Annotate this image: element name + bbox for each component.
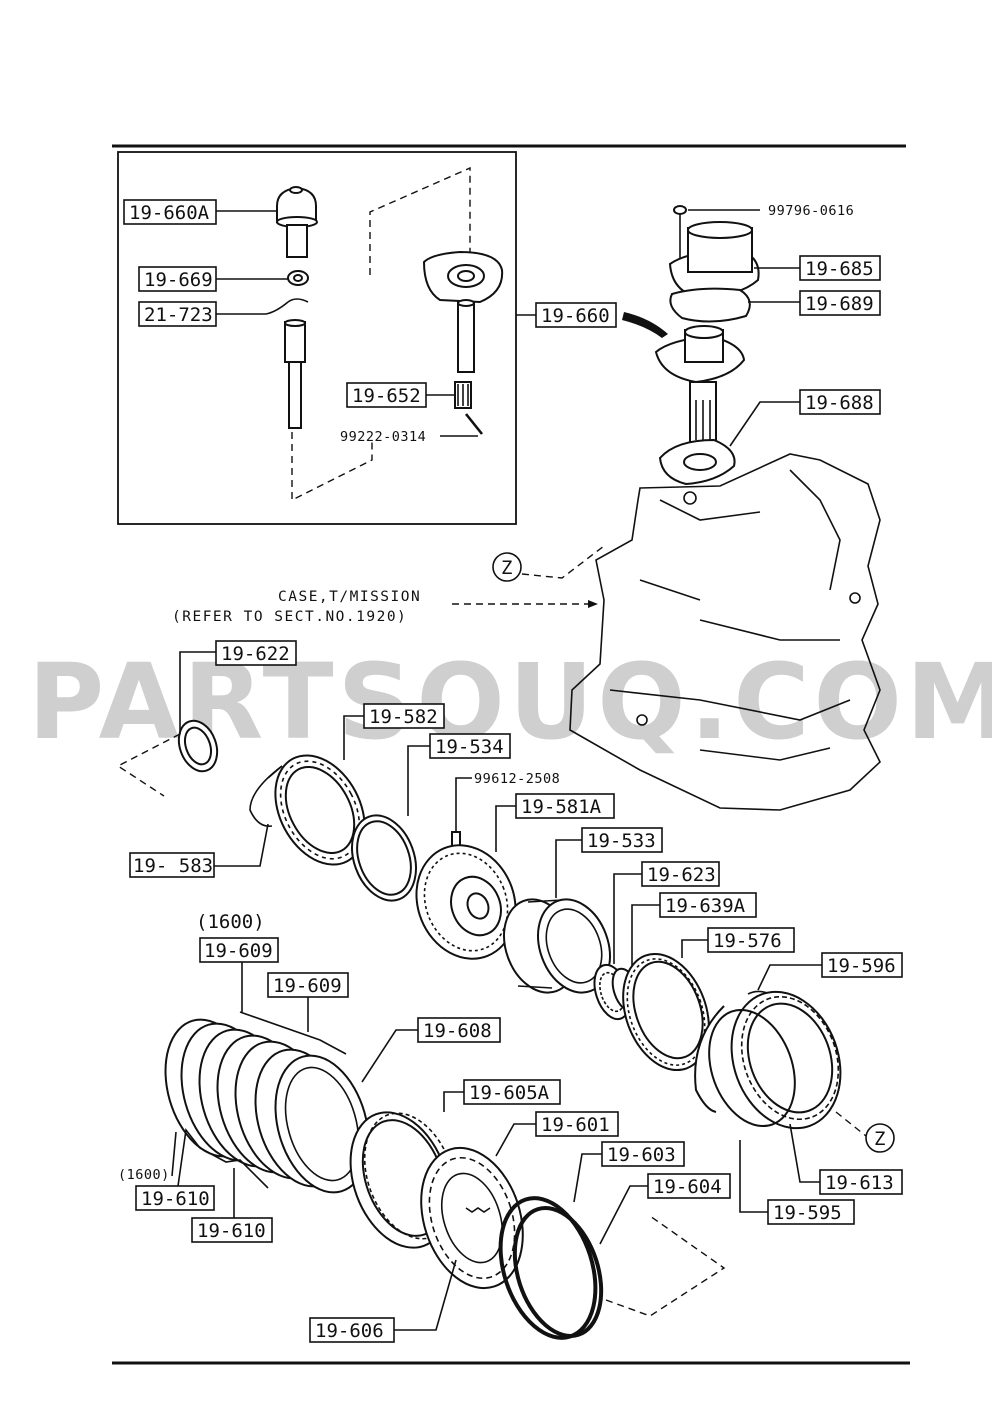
- ref-z-circle-1: [492, 552, 522, 582]
- label-19-582: 19-582: [369, 706, 438, 728]
- clip-part-723: [287, 298, 309, 303]
- case-note-line1: CASE,T/MISSION: [278, 589, 421, 605]
- drum-part-582: [274, 754, 366, 866]
- label-21-723: 21-723: [144, 304, 213, 326]
- label-19-685: 19-685: [805, 258, 874, 280]
- label-19-609-a: 19-609: [204, 940, 273, 962]
- label-99222-0314: 99222-0314: [340, 429, 426, 445]
- inset-frame: [117, 151, 517, 525]
- seal-part-604: [512, 1206, 604, 1338]
- label-19-610-b: 19-610: [197, 1220, 266, 1242]
- clutch-drum-613: [708, 990, 842, 1130]
- variant-1600-left: (1600): [118, 1167, 170, 1183]
- ref-z-2: Z: [874, 1128, 885, 1150]
- inset-dashed-path-lower: [291, 432, 373, 502]
- pin-part: [464, 413, 484, 435]
- variant-1600-top: (1600): [196, 911, 265, 933]
- ref-z-1: Z: [501, 557, 512, 579]
- label-19-609-b: 19-609: [273, 975, 342, 997]
- arrow-to-sensor: [622, 312, 668, 338]
- washer-part-669: [287, 270, 309, 286]
- label-19-608: 19-608: [423, 1020, 492, 1042]
- label-19-534: 19-534: [435, 736, 504, 758]
- label-19-652: 19-652: [352, 385, 421, 407]
- label-19-639A: 19-639A: [665, 895, 746, 917]
- gear-part-581A: [415, 844, 517, 960]
- gasket-part-688: [658, 438, 736, 486]
- label-19-660: 19-660: [541, 305, 610, 327]
- gasket-part-689: [669, 287, 751, 323]
- label-99796-0616: 99796-0616: [768, 203, 854, 219]
- inset-dashed-path: [369, 166, 471, 275]
- case-note-line2: (REFER TO SECT.NO.1920): [172, 609, 407, 625]
- transmission-case: [569, 453, 881, 811]
- label-19-601: 19-601: [541, 1114, 610, 1136]
- drum-part-576: [622, 952, 710, 1072]
- clip-part-583: [249, 765, 283, 827]
- label-19-596: 19-596: [827, 955, 896, 977]
- gear-part-652: [454, 381, 472, 409]
- cover-part-685: [668, 221, 760, 300]
- label-99612-2508: 99612-2508: [474, 771, 560, 787]
- sensor-flange: [654, 325, 746, 443]
- label-19-533: 19-533: [587, 830, 656, 852]
- inset-flange-part: [422, 250, 504, 373]
- label-19-623: 19-623: [647, 864, 716, 886]
- bearing-part-533: [503, 898, 611, 994]
- ref-z-circle-2: [865, 1123, 895, 1153]
- clutch-plates: [164, 1018, 370, 1194]
- label-19-688: 19-688: [805, 392, 874, 414]
- cap-part-660A: [276, 186, 318, 258]
- label-19-622: 19-622: [221, 643, 290, 665]
- label-19-604: 19-604: [653, 1176, 722, 1198]
- label-19-576: 19-576: [713, 930, 782, 952]
- label-19-606: 19-606: [315, 1320, 384, 1342]
- shaft-part: [284, 319, 306, 429]
- label-19-610-a: 19-610: [141, 1188, 210, 1210]
- label-19-669: 19-669: [144, 269, 213, 291]
- label-19-689: 19-689: [805, 293, 874, 315]
- snap-ring-534: [351, 814, 417, 902]
- label-19-581A: 19-581A: [521, 796, 602, 818]
- label-19-660A: 19-660A: [129, 202, 210, 224]
- bolt-99796: [673, 205, 687, 265]
- label-19-603: 19-603: [607, 1144, 676, 1166]
- ring-part-622: [177, 719, 219, 773]
- label-19-583: 19- 583: [133, 855, 213, 877]
- label-19-613: 19-613: [825, 1172, 894, 1194]
- label-19-605A: 19-605A: [469, 1082, 550, 1104]
- label-19-595: 19-595: [773, 1202, 842, 1224]
